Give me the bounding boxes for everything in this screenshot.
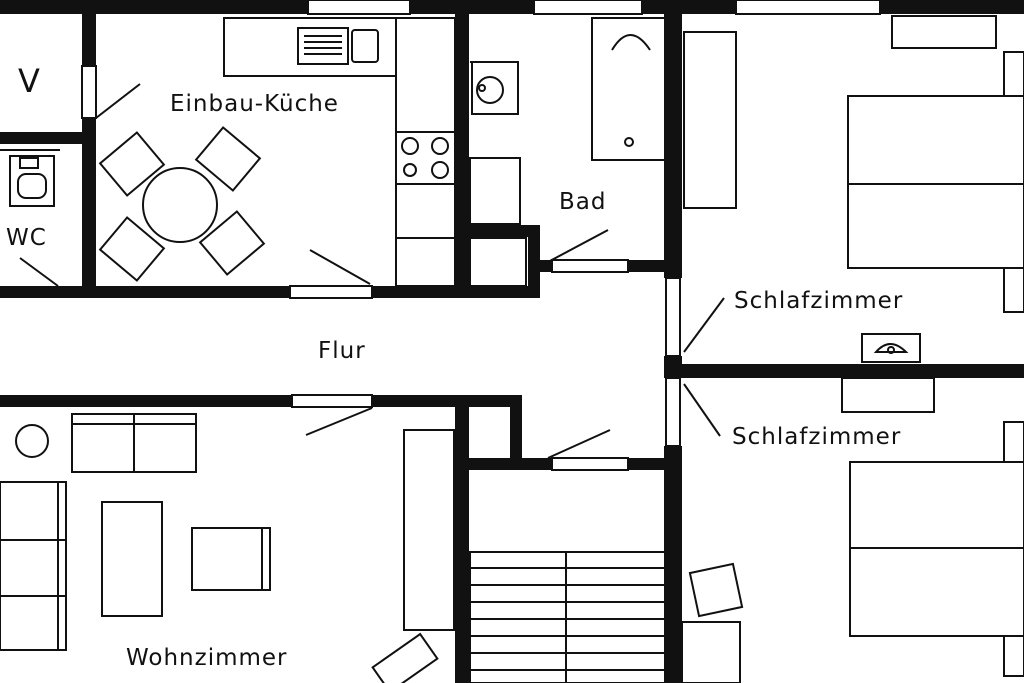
room-label-hallway: Flur <box>318 338 366 364</box>
room-label-bedroom-2: Schlafzimmer <box>732 424 901 450</box>
room-label-living-room: Wohnzimmer <box>126 645 288 671</box>
room-label-bathroom: Bad <box>559 189 606 215</box>
room-label-bedroom-1: Schlafzimmer <box>734 288 903 314</box>
room-label-storage: V <box>18 62 41 100</box>
room-label-toilet: WC <box>6 225 47 251</box>
room-label-kitchen: Einbau-Küche <box>170 91 339 117</box>
